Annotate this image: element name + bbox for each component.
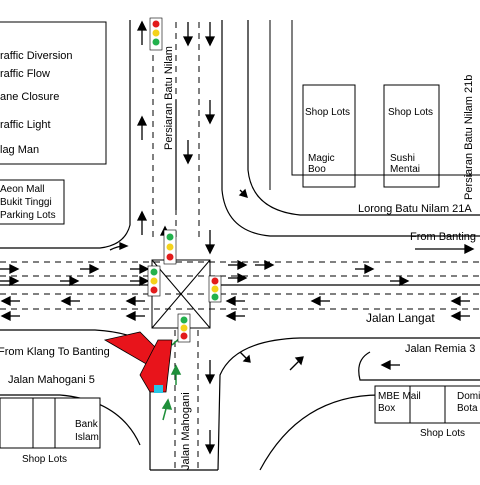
label-sushi: Sushi bbox=[390, 153, 415, 164]
arrow-e-5 bbox=[390, 275, 410, 287]
arrow-down-3 bbox=[204, 100, 216, 125]
arrow-down-4 bbox=[182, 140, 194, 165]
arrow-w-2 bbox=[80, 263, 100, 275]
arrow-north-1 bbox=[136, 20, 148, 45]
arrow-w-10 bbox=[0, 310, 20, 322]
arrow-e-4 bbox=[228, 272, 248, 284]
label-bank: Bank bbox=[75, 419, 99, 430]
arrow-banting bbox=[415, 243, 475, 255]
arrow-e-9 bbox=[225, 310, 245, 322]
arrow-w-7 bbox=[0, 295, 20, 307]
parking-line3: Parking Lots bbox=[0, 210, 56, 221]
flow-arrows bbox=[0, 20, 475, 455]
label-shop-lots-b: Shop Lots bbox=[388, 107, 433, 118]
arrow-e-3 bbox=[355, 263, 375, 275]
arrow-w-4 bbox=[0, 275, 20, 287]
arrow-e-10 bbox=[450, 310, 470, 322]
traffic-light-north-1 bbox=[149, 17, 163, 51]
parking-line2: Bukit Tinggi bbox=[0, 197, 52, 208]
arrow-w-8 bbox=[60, 295, 80, 307]
arrow-s-1 bbox=[204, 360, 216, 385]
label-islam: Islam bbox=[75, 432, 99, 443]
label-shop-lots-sw: Shop Lots bbox=[22, 454, 67, 465]
arrow-e-7 bbox=[310, 295, 330, 307]
arrow-north-3 bbox=[136, 210, 148, 235]
label-mbe-box: Box bbox=[378, 403, 395, 414]
label-from-banting: From Banting bbox=[410, 231, 476, 243]
arrow-w-6 bbox=[130, 275, 150, 287]
legend-flagman: lag Man bbox=[0, 144, 39, 156]
label-mbe: MBE Mail bbox=[378, 391, 421, 402]
label-persiaran-batu-nilam: Persiaran Batu Nilam bbox=[163, 46, 175, 150]
arrow-remia bbox=[380, 359, 400, 371]
label-shop-lots-a: Shop Lots bbox=[305, 107, 350, 118]
buildings bbox=[0, 20, 480, 449]
label-boo: Boo bbox=[308, 164, 326, 175]
arrow-w-3 bbox=[130, 263, 150, 275]
lane-solid bbox=[0, 100, 480, 286]
arrow-w-5 bbox=[60, 275, 80, 287]
legend-light: raffic Light bbox=[0, 119, 51, 131]
road-edges bbox=[0, 20, 480, 471]
traffic-light-west bbox=[147, 265, 161, 297]
parking-box: Aeon Mall Bukit Tinggi Parking Lots bbox=[0, 179, 65, 225]
arrow-down-1 bbox=[182, 22, 194, 47]
arrow-w-1 bbox=[0, 263, 20, 275]
arrow-down-2 bbox=[204, 22, 216, 47]
label-from-klang: From Klang To Banting bbox=[0, 346, 110, 358]
lane-closure bbox=[103, 331, 173, 393]
legend-diversion: raffic Diversion bbox=[0, 50, 73, 62]
label-mentai: Mentai bbox=[390, 164, 420, 175]
label-lorong-21a: Lorong Batu Nilam 21A bbox=[358, 203, 472, 215]
legend: raffic Diversion raffic Flow ane Closure… bbox=[0, 21, 107, 165]
label-shop-lots-se: Shop Lots bbox=[420, 428, 465, 439]
traffic-light-east bbox=[208, 275, 222, 303]
label-domi: Domi bbox=[457, 391, 480, 402]
label-jalan-remia: Jalan Remia 3 bbox=[405, 343, 475, 355]
traffic-light-north-2 bbox=[163, 229, 177, 265]
green-flow-arrows bbox=[161, 337, 182, 421]
label-magic: Magic bbox=[308, 153, 335, 164]
arrow-w-9 bbox=[125, 295, 145, 307]
bank-dividers bbox=[32, 386, 411, 448]
label-jalan-mahogani-5: Jalan Mahogani 5 bbox=[8, 374, 95, 386]
arrow-e-8 bbox=[450, 295, 470, 307]
legend-closure: ane Closure bbox=[0, 91, 59, 103]
arrow-w-11 bbox=[125, 310, 145, 322]
arrow-north-2 bbox=[136, 115, 148, 140]
label-jalan-langat: Jalan Langat bbox=[366, 311, 435, 325]
arrow-e-1 bbox=[228, 259, 248, 271]
label-bota: Bota bbox=[457, 403, 478, 414]
green-arrow-2 bbox=[161, 398, 173, 421]
lane-markings bbox=[0, 22, 480, 470]
label-persiaran-21b: Persiaran Batu Nilam 21b bbox=[463, 75, 475, 200]
arrow-e-2 bbox=[255, 259, 275, 271]
arrow-e-6 bbox=[225, 295, 245, 307]
arrow-down-5 bbox=[204, 230, 216, 255]
parking-line1: Aeon Mall bbox=[0, 184, 44, 195]
arrow-s-2 bbox=[204, 430, 216, 455]
labels: Persiaran Batu Nilam Persiaran Batu Nila… bbox=[0, 46, 480, 470]
legend-flow: raffic Flow bbox=[0, 68, 50, 80]
traffic-light-south bbox=[177, 313, 191, 343]
flag-man-marker bbox=[154, 385, 163, 393]
label-jalan-mahogani: Jalan Mahogani bbox=[180, 392, 192, 470]
green-arrow-1 bbox=[170, 364, 182, 385]
